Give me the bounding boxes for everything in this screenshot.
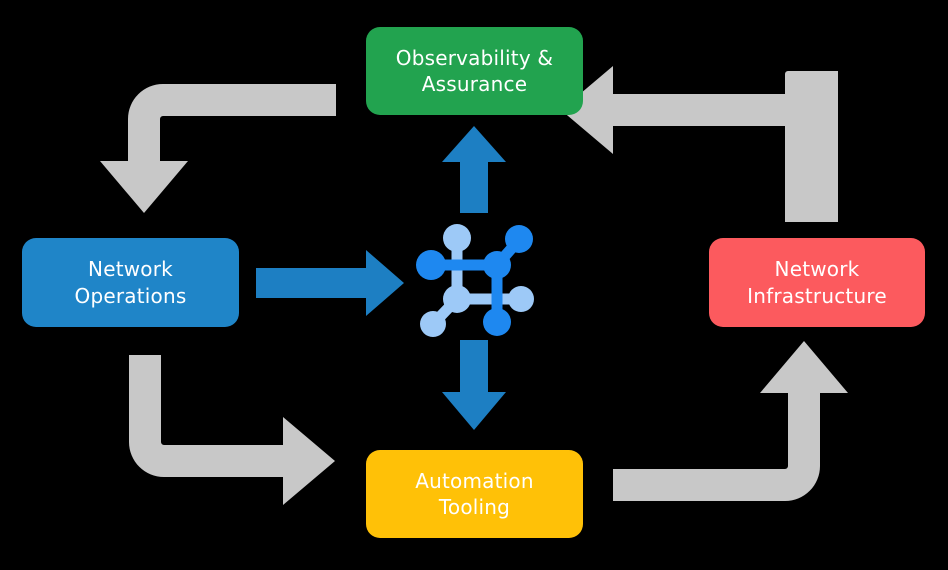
node-network-operations[interactable]: Network Operations	[22, 238, 239, 327]
arrow-center-to-observability	[442, 126, 506, 213]
network-mesh-icon	[416, 224, 534, 337]
node-observability-assurance[interactable]: Observability & Assurance	[366, 27, 583, 115]
arrow-automation-to-infrastructure	[613, 341, 848, 501]
arrow-operations-to-automation	[97, 355, 335, 505]
arrow-operations-to-center	[256, 250, 404, 316]
arrow-infrastructure-to-observability	[561, 66, 838, 222]
node-network-infrastructure[interactable]: Network Infrastructure	[709, 238, 925, 327]
node-automation-tooling[interactable]: Automation Tooling	[366, 450, 583, 538]
arrow-observability-to-operations	[100, 48, 336, 213]
node-network-operations-label: Network Operations	[74, 257, 187, 308]
arrow-center-to-automation	[442, 340, 506, 430]
node-network-infrastructure-label: Network Infrastructure	[747, 257, 887, 308]
node-automation-tooling-label: Automation Tooling	[415, 468, 534, 519]
node-observability-assurance-label: Observability & Assurance	[395, 45, 554, 96]
